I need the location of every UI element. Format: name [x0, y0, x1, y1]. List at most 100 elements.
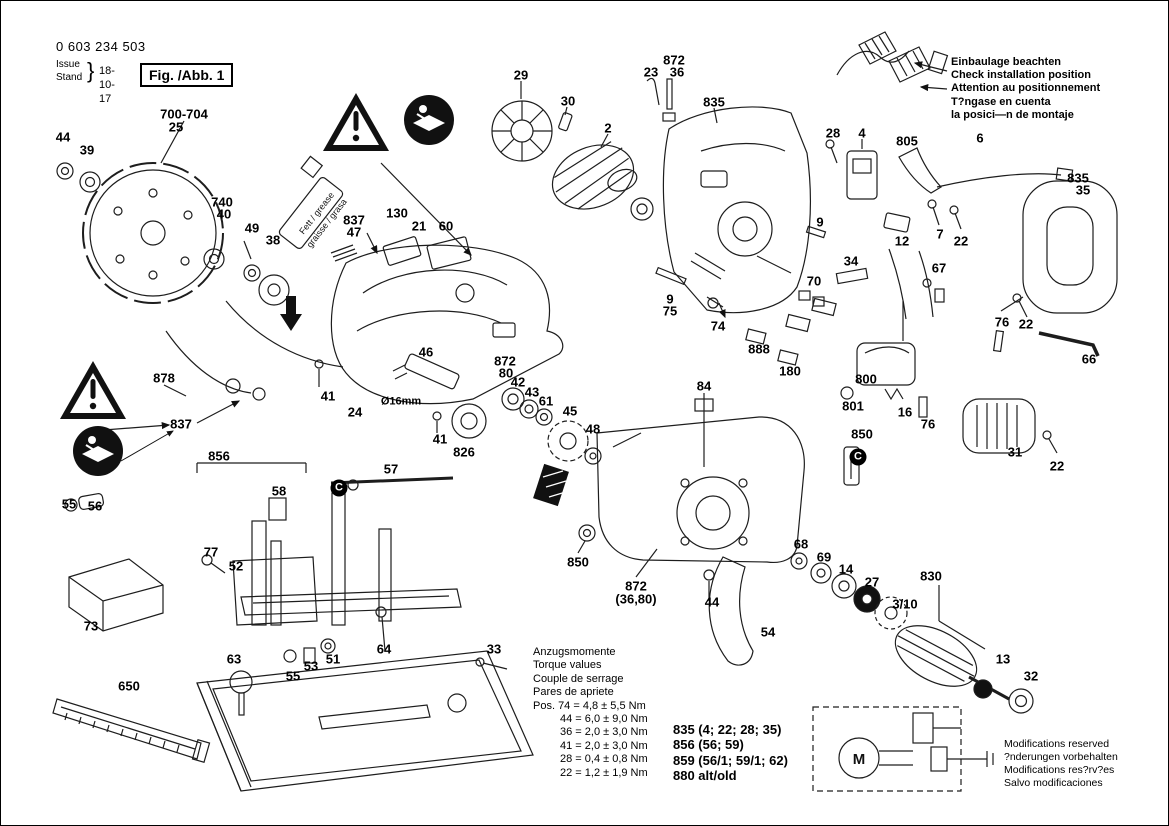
grease-tube [278, 155, 344, 331]
base-plate [196, 650, 534, 792]
part-label: 36 [669, 64, 685, 80]
assembly-group-note: 835 (4; 22; 28; 35)856 (56; 59)859 (56/1… [673, 722, 788, 783]
issue-label: Issue [56, 59, 80, 70]
spring-837 [330, 244, 358, 262]
part-label: 52 [228, 558, 244, 574]
warning-triangle-icon [60, 361, 126, 419]
part-label: 75 [662, 303, 678, 319]
issue-stand-block: Issue Stand } 18-10-17 [56, 58, 115, 105]
part-label: 24 [347, 404, 363, 420]
part-label: 22 [1018, 316, 1034, 332]
hex-key [1038, 331, 1100, 357]
part-label: 64 [376, 641, 392, 657]
part-label: 48 [585, 421, 601, 437]
read-manual-icon [404, 95, 454, 145]
motor-symbol-label: M [853, 751, 866, 768]
part-label: 801 [842, 398, 864, 414]
issue-date: 18-10-17 [99, 65, 115, 105]
torque-note-line: 28 = 0,4 ± 0,8 Nm [560, 753, 648, 766]
part-label: 61 [538, 393, 554, 409]
part-label: 837 [343, 212, 365, 228]
part-label: 68 [793, 536, 809, 552]
torque-note-line: Couple de serrage [533, 672, 624, 685]
drawing-lines [52, 31, 1118, 792]
part-label: 43 [524, 384, 540, 400]
part-label: 31 [1007, 444, 1023, 460]
part-label: 9 [666, 291, 674, 307]
figure-label: Fig. /Abb. 1 [140, 63, 234, 87]
part-label: 77 [203, 544, 219, 560]
part-label: 25 [168, 119, 184, 135]
electric-small-parts [798, 199, 962, 320]
part-label: 2 [604, 120, 612, 136]
part-label: 40 [216, 206, 232, 222]
blade-washers [56, 162, 290, 306]
part-label: 53 [303, 658, 319, 674]
stator [551, 141, 638, 210]
part-label: 4 [858, 125, 866, 141]
part-label: 32 [1023, 668, 1039, 684]
assembly-group-note-line: 835 (4; 22; 28; 35) [673, 722, 782, 737]
part-label: 872 [494, 353, 516, 369]
warning-triangle-icon [323, 93, 389, 151]
installation-note-line: T?ngase en cuenta [951, 95, 1051, 108]
arbor-assembly [314, 353, 602, 507]
assembly-group-note-line: 859 (56/1; 59/1; 62) [673, 752, 788, 768]
part-label: 872 [625, 578, 647, 594]
brace: } [87, 58, 95, 83]
plate-60 [426, 236, 472, 270]
installation-note-line: Check installation position [951, 69, 1091, 82]
modifications-note: Modifications reserved?nderungen vorbeha… [1004, 738, 1118, 791]
part-label: 650 [118, 678, 140, 694]
part-label: 55 [285, 668, 301, 684]
part-label: 39 [79, 142, 95, 158]
part-label: 3/10 [892, 596, 918, 612]
part-36 [662, 112, 676, 122]
field-coil [840, 301, 916, 401]
part-label: 49 [244, 220, 260, 236]
part-label: C [330, 479, 348, 497]
part-label: 41 [320, 388, 336, 404]
part-label: 805 [896, 133, 918, 149]
rod-872 [666, 78, 673, 110]
read-manual-icon [73, 426, 123, 476]
part-label: 22 [1049, 458, 1065, 474]
part-label: (36,80) [615, 591, 657, 607]
part-label: 76 [920, 416, 936, 432]
rip-fence-ruler [52, 698, 211, 764]
part-label: Ø16mm [380, 395, 422, 408]
part-label: 56 [87, 498, 103, 514]
part-label: 57 [383, 461, 399, 477]
part-label: 878 [153, 370, 175, 386]
part-label: 38 [265, 232, 281, 248]
pivot-arm [225, 300, 344, 368]
part-label: 872 [663, 52, 685, 68]
installation-note-line: Einbaulage beachten [951, 56, 1062, 68]
part-label: 14 [838, 561, 854, 577]
installation-note-line: Attention au positionnement [951, 82, 1101, 95]
part-label: 33 [486, 641, 502, 657]
lower-housing [596, 393, 805, 564]
part-label: 44 [55, 129, 71, 145]
part-label: 13 [995, 651, 1011, 667]
blade-guard [330, 244, 564, 405]
torque-note-line: 36 = 2,0 ± 3,0 Nm [560, 726, 648, 739]
torque-note-line: Pares de apriete [533, 686, 614, 699]
part-label: 67 [931, 260, 947, 276]
part-label: 850 [851, 426, 873, 442]
assembly-group-note-line: 880 alt/old [673, 767, 737, 783]
part-label: 830 [920, 568, 942, 584]
motor-cover [962, 398, 1036, 454]
cable-assembly [836, 31, 949, 92]
part-label: 41 [432, 431, 448, 447]
plate-888 [745, 328, 767, 345]
modifications-note-line: Modifications reserved [1004, 738, 1110, 750]
plate-130 [382, 236, 422, 266]
part-label: 130 [386, 205, 408, 221]
part-label: 28 [825, 125, 841, 141]
part-label: 74 [710, 318, 726, 334]
part-label: 22 [953, 233, 969, 249]
torque-note-line: Torque values [533, 659, 602, 672]
installation-note-line: la posici—n de montaje [951, 108, 1074, 121]
part-label: 30 [560, 93, 576, 109]
